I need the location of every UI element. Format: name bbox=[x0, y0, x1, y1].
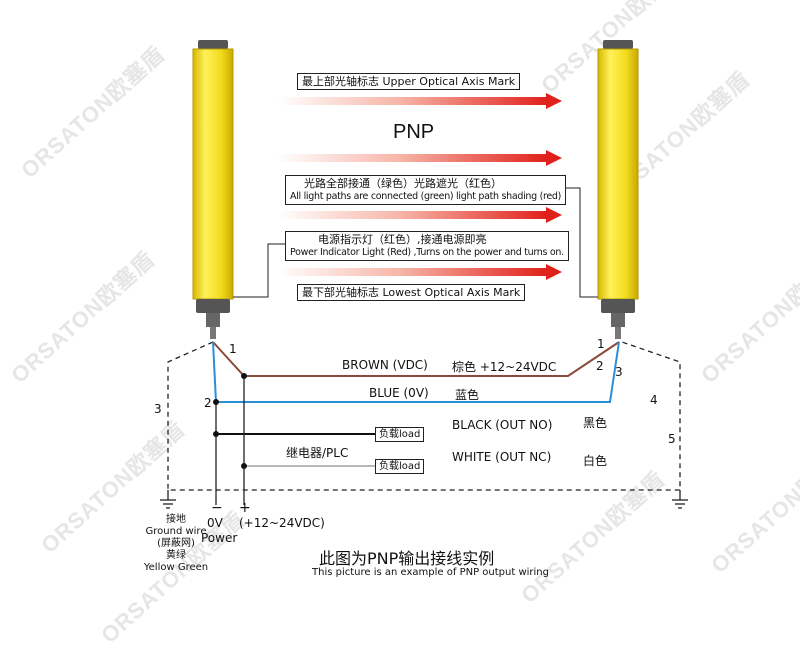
upper-axis-label: 最上部光轴标志 Upper Optical Axis Mark bbox=[297, 73, 521, 90]
ground-wire-label: 接地 Ground wire (屏蔽网) 黄绿 Yellow Green bbox=[133, 514, 219, 574]
left-sensor bbox=[192, 40, 234, 339]
pin-number-right-1: 1 bbox=[597, 337, 605, 351]
mode-title: PNP bbox=[393, 121, 435, 143]
caption-cn: 此图为PNP输出接线实例 bbox=[319, 549, 495, 568]
ground-label-color-en: Yellow Green bbox=[143, 562, 209, 573]
relay-plc-label: 继电器/PLC bbox=[286, 446, 349, 460]
brown-wire-label: BROWN (VDC) bbox=[342, 358, 428, 372]
plus-sign: + bbox=[239, 500, 251, 516]
power-lines bbox=[167, 376, 681, 505]
pin-number-right-4: 4 bbox=[650, 393, 658, 407]
load-box-black: 负载load bbox=[375, 427, 425, 442]
pin-number-right-3: 3 bbox=[615, 365, 623, 379]
all-paths-label: 光路全部接通（绿色）光路遮光（红色） All light paths are c… bbox=[285, 175, 567, 205]
leader-lines bbox=[233, 187, 598, 298]
black-wire-label: BLACK (OUT NO) bbox=[452, 418, 553, 432]
ground-label-shield: (屏蔽网) bbox=[157, 538, 195, 549]
ground-label-cn: 接地 bbox=[166, 514, 186, 525]
all-paths-label-cn: 光路全部接通（绿色）光路遮光（红色） bbox=[304, 177, 502, 190]
power-label: Power bbox=[201, 531, 238, 545]
pin-number-left-2: 2 bbox=[204, 396, 212, 410]
junction-dots bbox=[213, 373, 247, 469]
white-wire-label: WHITE (OUT NC) bbox=[452, 450, 552, 464]
pin-number-left-3: 3 bbox=[154, 402, 162, 416]
brown-wire-cn: 棕色 +12~24VDC bbox=[452, 360, 557, 374]
ground-label-en: Ground wire bbox=[145, 526, 207, 537]
blue-wire-label: BLUE (0V) bbox=[369, 386, 429, 400]
shield-dashed-lines bbox=[167, 341, 681, 491]
wires bbox=[212, 341, 620, 467]
ground-label-color-cn: 黄绿 bbox=[166, 550, 186, 561]
right-sensor bbox=[597, 40, 639, 339]
white-wire-cn: 白色 bbox=[583, 454, 608, 468]
load-box-white: 负载load bbox=[375, 459, 425, 474]
caption-en: This picture is an example of PNP output… bbox=[312, 567, 549, 578]
pin-number-right-5: 5 bbox=[668, 432, 676, 446]
pin-number-right-2: 2 bbox=[596, 359, 604, 373]
power-indicator-label-cn: 电源指示灯（红色）,接通电源即亮 bbox=[318, 233, 487, 246]
minus-sign: − bbox=[211, 500, 223, 516]
zero-volt-label: 0V bbox=[207, 516, 223, 530]
black-wire-cn: 黑色 bbox=[583, 416, 608, 430]
ground-icon bbox=[672, 499, 688, 509]
ground-icon bbox=[160, 499, 176, 509]
wiring-diagram bbox=[160, 40, 688, 509]
all-paths-label-en: All light paths are connected (green) li… bbox=[290, 191, 562, 202]
lower-axis-label: 最下部光轴标志 Lowest Optical Axis Mark bbox=[297, 284, 526, 301]
vdc-label: (+12~24VDC) bbox=[239, 516, 325, 530]
pin-number-left-1: 1 bbox=[229, 342, 237, 356]
blue-wire-cn: 蓝色 bbox=[455, 388, 480, 402]
power-indicator-label-en: Power Indicator Light (Red) ,Turns on th… bbox=[290, 247, 564, 258]
power-indicator-label: 电源指示灯（红色）,接通电源即亮 Power Indicator Light (… bbox=[285, 231, 569, 261]
light-beam-arrows bbox=[278, 93, 562, 280]
